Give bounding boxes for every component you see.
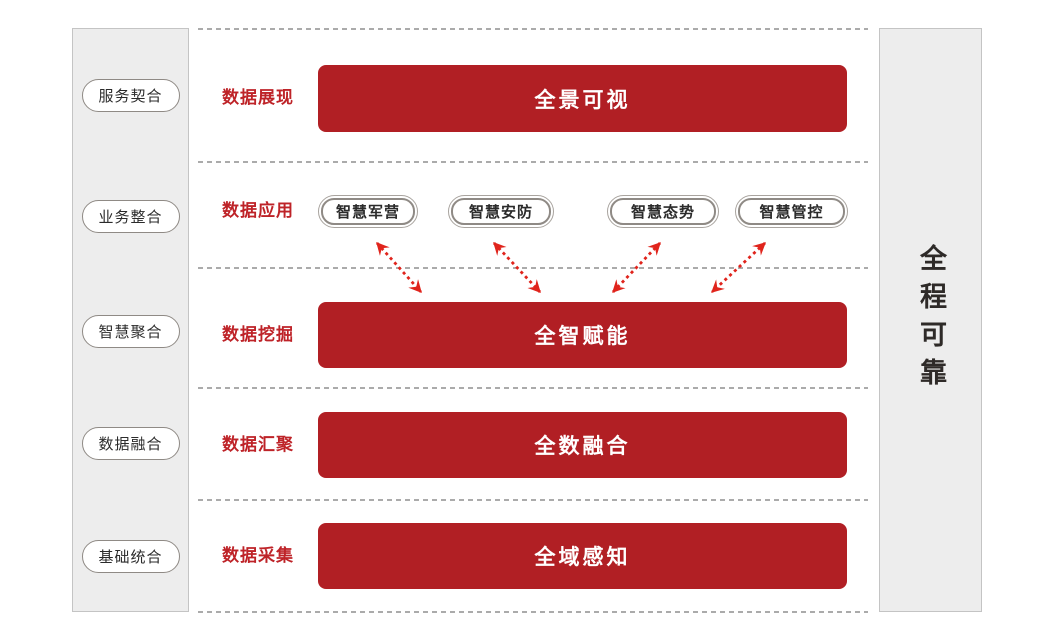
app-pill-smart-control: 智慧管控 bbox=[735, 195, 848, 228]
app-pill-label: 智慧管控 bbox=[738, 198, 845, 225]
left-category-pill-4: 数据融合 bbox=[81, 427, 180, 460]
dotted-divider bbox=[198, 267, 868, 269]
left-category-pill-3: 智慧聚合 bbox=[81, 315, 180, 348]
left-category-label: 数据融合 bbox=[98, 436, 163, 453]
left-category-pill-2: 业务整合 bbox=[81, 200, 180, 233]
right-panel-vertical-label: 全程可靠 bbox=[916, 244, 946, 396]
dotted-divider bbox=[198, 161, 868, 163]
dotted-divider bbox=[198, 28, 868, 30]
dotted-divider bbox=[198, 499, 868, 501]
row-label-data-presentation: 数据展现 bbox=[222, 88, 294, 107]
left-category-label: 基础统合 bbox=[98, 549, 163, 566]
row-label-data-application: 数据应用 bbox=[222, 201, 294, 220]
app-pill-smart-barracks: 智慧军营 bbox=[318, 195, 418, 228]
app-pill-smart-security: 智慧安防 bbox=[448, 195, 554, 228]
left-panel: 服务契合 业务整合 智慧聚合 数据融合 基础统合 bbox=[72, 28, 189, 612]
bar-panoramic-visibility: 全景可视 bbox=[318, 65, 847, 132]
dotted-divider bbox=[198, 387, 868, 389]
app-pill-label: 智慧安防 bbox=[451, 198, 551, 225]
bar-all-data-fusion: 全数融合 bbox=[318, 412, 847, 478]
app-pill-smart-situation: 智慧态势 bbox=[607, 195, 719, 228]
right-panel: 全程可靠 bbox=[879, 28, 982, 612]
row-label-data-mining: 数据挖掘 bbox=[222, 325, 294, 344]
row-label-data-collection: 数据采集 bbox=[222, 546, 294, 565]
left-category-pill-5: 基础统合 bbox=[81, 540, 180, 573]
app-pill-label: 智慧军营 bbox=[321, 198, 415, 225]
left-category-pill-1: 服务契合 bbox=[81, 79, 180, 112]
dotted-divider bbox=[198, 611, 868, 613]
bar-whole-domain-perception: 全域感知 bbox=[318, 523, 847, 589]
bar-full-intelligence-empowerment: 全智赋能 bbox=[318, 302, 847, 368]
app-pill-label: 智慧态势 bbox=[610, 198, 716, 225]
left-category-label: 服务契合 bbox=[98, 88, 163, 105]
left-category-label: 智慧聚合 bbox=[98, 324, 163, 341]
left-category-label: 业务整合 bbox=[98, 209, 163, 226]
row-label-data-convergence: 数据汇聚 bbox=[222, 435, 294, 454]
